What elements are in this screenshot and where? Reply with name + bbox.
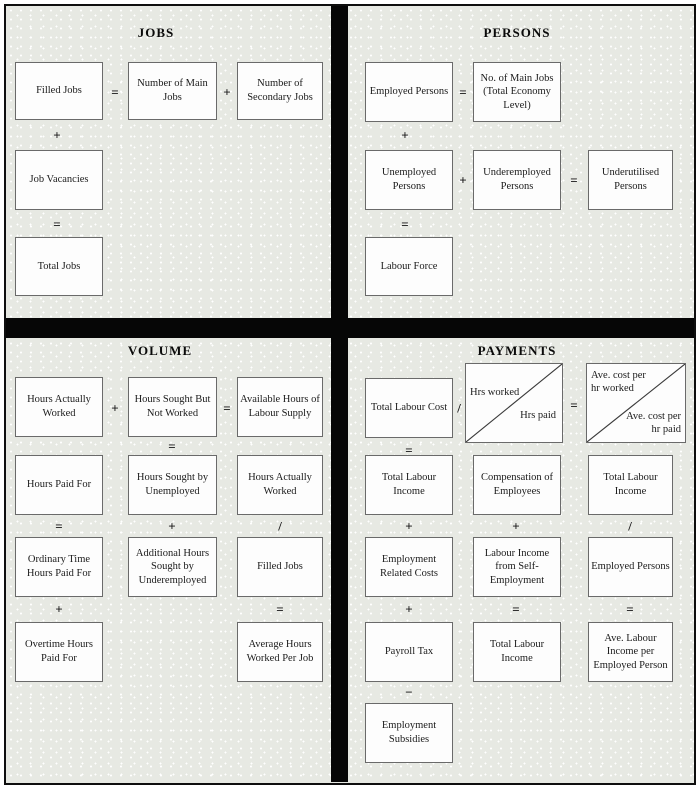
operator-plus: +: [512, 518, 520, 534]
operator-equals: =: [168, 438, 176, 454]
box-payroll-tax: Payroll Tax: [365, 622, 453, 682]
box-hours-sought-but-not-worked: Hours Sought But Not Worked: [128, 377, 217, 437]
box-employed-persons: Employed Persons: [365, 62, 453, 122]
box-no-of-main-jobs-total-economy-level: No. of Main Jobs (Total Economy Level): [473, 62, 561, 122]
box-ave-cost-per-hr: Ave. cost per hr worked Ave. cost per hr…: [586, 363, 686, 443]
operator-plus: +: [405, 518, 413, 534]
box-ordinary-time-hours-paid-for: Ordinary Time Hours Paid For: [15, 537, 103, 597]
box-filled-jobs: Filled Jobs: [15, 62, 103, 120]
operator-equals: =: [223, 400, 231, 416]
volume-quadrant-title: VOLUME: [127, 343, 193, 358]
operator-equals: =: [401, 216, 409, 232]
box-total-jobs: Total Jobs: [15, 237, 103, 296]
operator-plus: +: [111, 400, 119, 416]
box-underutilised-persons: Underutilised Persons: [588, 150, 673, 210]
operator-minus: −: [405, 684, 413, 700]
operator-equals: =: [512, 601, 520, 617]
box-number-of-secondary-jobs: Number of Secondary Jobs: [237, 62, 323, 120]
operator-equals: =: [55, 518, 63, 534]
box-employed-persons-payments: Employed Persons: [588, 537, 673, 597]
operator-equals: =: [405, 442, 413, 458]
operator-plus: +: [55, 601, 63, 617]
operator-equals: =: [570, 397, 578, 413]
box-underemployed-persons: Underemployed Persons: [473, 150, 561, 210]
operator-divide: /: [278, 518, 282, 534]
box-hours-actually-worked-2: Hours Actually Worked: [237, 455, 323, 515]
operator-plus: +: [223, 84, 231, 100]
persons-quadrant-title: PERSONS: [483, 25, 551, 40]
box-total-labour-income-3: Total Labour Income: [473, 622, 561, 682]
box-labour-force: Labour Force: [365, 237, 453, 296]
diagonal-line-icon: [587, 364, 685, 442]
jobs-quadrant-title: JOBS: [137, 25, 175, 40]
label-hrs-paid: Hrs paid: [520, 409, 556, 421]
label-hrs-worked: Hrs worked: [470, 387, 520, 398]
box-employment-related-costs: Employment Related Costs: [365, 537, 453, 597]
operator-equals: =: [626, 601, 634, 617]
diagram-frame: [4, 4, 696, 785]
box-compensation-of-employees: Compensation of Employees: [473, 455, 561, 515]
operator-divide: /: [457, 400, 461, 416]
box-unemployed-persons: Unemployed Persons: [365, 150, 453, 210]
box-job-vacancies: Job Vacancies: [15, 150, 103, 210]
payments-quadrant-title: PAYMENTS: [477, 343, 557, 358]
box-hours-actually-worked: Hours Actually Worked: [15, 377, 103, 437]
box-hours-sought-by-unemployed: Hours Sought by Unemployed: [128, 455, 217, 515]
operator-plus: +: [53, 127, 61, 143]
operator-plus: +: [168, 518, 176, 534]
box-hrs-worked-hrs-paid: Hrs worked Hrs paid: [465, 363, 563, 443]
operator-equals: =: [570, 172, 578, 188]
diagonal-line-icon: [466, 364, 562, 442]
label-ave-cost-per-hr-worked: Ave. cost per hr worked: [591, 370, 646, 395]
box-total-labour-income-2: Total Labour Income: [588, 455, 673, 515]
box-average-hours-worked-per-job: Average Hours Worked Per Job: [237, 622, 323, 682]
box-available-hours-of-labour-supply: Available Hours of Labour Supply: [237, 377, 323, 437]
box-total-labour-income-1: Total Labour Income: [365, 455, 453, 515]
vertical-divider-bar: [331, 6, 348, 782]
label-ave-cost-per-hr-paid: Ave. cost per hr paid: [626, 410, 681, 435]
operator-equals: =: [111, 84, 119, 100]
box-additional-hours-sought-by-underemployed: Additional Hours Sought by Underemployed: [128, 537, 217, 597]
operator-divide: /: [628, 518, 632, 534]
box-employment-subsidies: Employment Subsidies: [365, 703, 453, 763]
box-filled-jobs-volume: Filled Jobs: [237, 537, 323, 597]
operator-equals: =: [459, 84, 467, 100]
operator-plus: +: [459, 172, 467, 188]
operator-equals: =: [276, 601, 284, 617]
box-total-labour-cost: Total Labour Cost: [365, 378, 453, 438]
operator-plus: +: [401, 127, 409, 143]
operator-plus: +: [405, 601, 413, 617]
box-labour-income-from-self-employment: Labour Income from Self-Employment: [473, 537, 561, 597]
operator-equals: =: [53, 216, 61, 232]
box-ave-labour-income-per-employed-person: Ave. Labour Income per Employed Person: [588, 622, 673, 682]
horizontal-divider-bar: [6, 318, 694, 338]
box-overtime-hours-paid-for: Overtime Hours Paid For: [15, 622, 103, 682]
box-number-of-main-jobs: Number of Main Jobs: [128, 62, 217, 120]
box-hours-paid-for: Hours Paid For: [15, 455, 103, 515]
